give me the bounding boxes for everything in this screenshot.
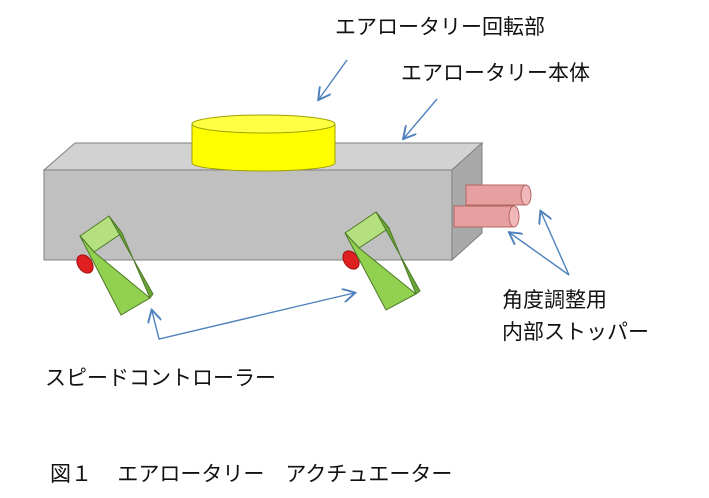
speed-controller-right	[342, 211, 421, 311]
arrow-main-body	[404, 98, 438, 138]
label-stopper-line2: 内部ストッパー	[502, 320, 649, 344]
speed-controller-left	[76, 215, 154, 316]
caption-number: 図１	[50, 462, 92, 486]
figure-caption: 図１ エアロータリー アクチュエーター	[50, 458, 452, 488]
arrow-stopper-upper	[541, 212, 570, 276]
stopper-lower	[453, 205, 520, 228]
rotating-part	[191, 114, 336, 172]
label-main-body: エアロータリー本体	[401, 61, 590, 85]
callout-arrows	[152, 59, 570, 340]
label-stopper-line1: 角度調整用	[502, 288, 607, 312]
arrow-speed-controllers	[152, 293, 354, 340]
label-rotating-part: エアロータリー回転部	[335, 15, 545, 39]
stopper-upper	[465, 184, 532, 206]
caption-title: エアロータリー アクチュエーター	[117, 462, 453, 486]
main-body	[42, 141, 484, 262]
main-body-front	[43, 169, 453, 261]
speed-controller-left-knob	[76, 254, 94, 274]
arrow-stopper-lower	[510, 233, 570, 276]
arrow-rotating-part	[319, 59, 348, 99]
label-speed-controller: スピードコントローラー	[45, 366, 276, 390]
